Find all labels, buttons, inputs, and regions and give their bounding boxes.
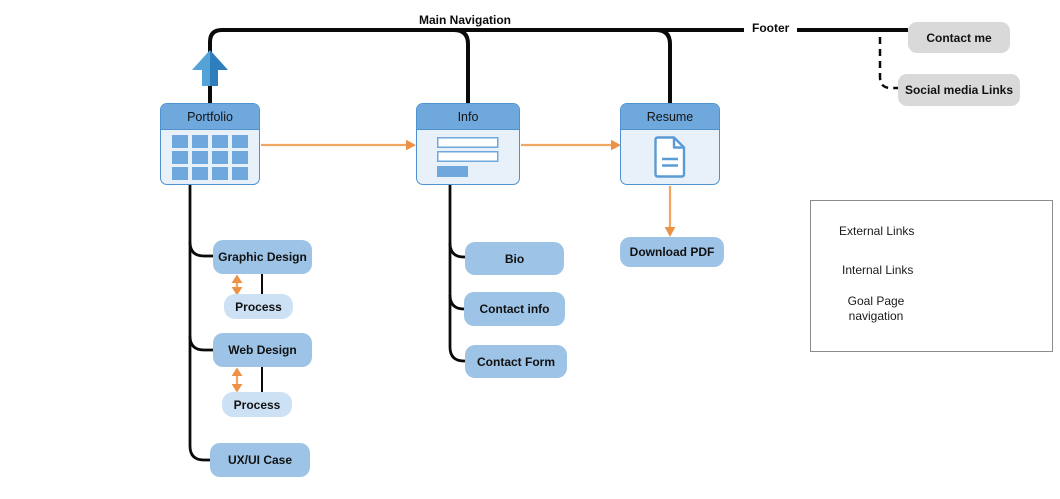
grid-icon	[172, 134, 248, 180]
contact-form-label: Contact Form	[477, 354, 555, 369]
social-media-links-label: Social media Links	[904, 83, 1014, 97]
resume-title: Resume	[621, 104, 719, 130]
node-process-web[interactable]: Process	[222, 392, 292, 417]
branch-contact-info	[448, 294, 466, 311]
main-navigation-line	[208, 28, 908, 104]
node-web-design[interactable]: Web Design	[213, 333, 312, 367]
info-body	[417, 130, 519, 184]
node-resume[interactable]: Resume	[620, 103, 720, 185]
nav-drop-resume	[655, 28, 672, 104]
graphic-design-label: Graphic Design	[218, 250, 307, 264]
goal-arrow-resume-download	[664, 186, 676, 237]
bio-label: Bio	[504, 251, 525, 266]
node-contact-form[interactable]: Contact Form	[465, 345, 567, 378]
download-pdf-label: Download PDF	[629, 245, 715, 259]
process-label: Process	[235, 299, 282, 314]
nav-drop-info	[453, 28, 470, 104]
node-bio[interactable]: Bio	[465, 242, 564, 275]
branch-graphic-design	[188, 241, 214, 258]
node-process-graphic[interactable]: Process	[224, 294, 293, 319]
goal-double-arrow-graphic-process	[231, 274, 243, 296]
resume-body	[621, 130, 719, 184]
form-icon	[437, 136, 499, 177]
branch-bio	[448, 242, 466, 259]
up-arrow-icon	[192, 50, 228, 86]
node-portfolio[interactable]: Portfolio	[160, 103, 260, 185]
footer-label: Footer	[744, 21, 798, 35]
goal-double-arrow-web-process	[231, 367, 243, 393]
portfolio-body	[161, 130, 259, 184]
process-label: Process	[233, 397, 281, 412]
node-social-media-links[interactable]: Social media Links	[898, 74, 1020, 106]
portfolio-title: Portfolio	[161, 104, 259, 130]
legend-box	[810, 200, 1053, 352]
main-navigation-label: Main Navigation	[418, 13, 511, 27]
legend-goal-label: Goal Page navigation	[847, 294, 905, 323]
branch-web-design	[188, 335, 214, 352]
goal-arrow-portfolio-info	[261, 139, 416, 151]
legend-external-label: External Links	[839, 224, 915, 238]
node-graphic-design[interactable]: Graphic Design	[213, 240, 312, 274]
node-contact-me[interactable]: Contact me	[908, 22, 1010, 53]
goal-arrow-info-resume	[521, 139, 621, 151]
node-contact-info[interactable]: Contact info	[464, 292, 565, 326]
uxui-case-label: UX/UI Case	[227, 453, 293, 467]
web-design-label: Web Design	[228, 343, 297, 357]
node-info[interactable]: Info	[416, 103, 520, 185]
node-uxui-case[interactable]: UX/UI Case	[210, 443, 310, 477]
info-trunk	[448, 184, 466, 363]
document-icon	[654, 136, 686, 178]
portfolio-trunk	[188, 184, 211, 462]
contact-info-label: Contact info	[479, 302, 550, 316]
contact-me-label: Contact me	[926, 30, 992, 45]
info-title: Info	[417, 104, 519, 130]
node-download-pdf[interactable]: Download PDF	[620, 237, 724, 267]
external-link-social-media	[878, 37, 899, 90]
legend-internal-label: Internal Links	[842, 263, 914, 277]
